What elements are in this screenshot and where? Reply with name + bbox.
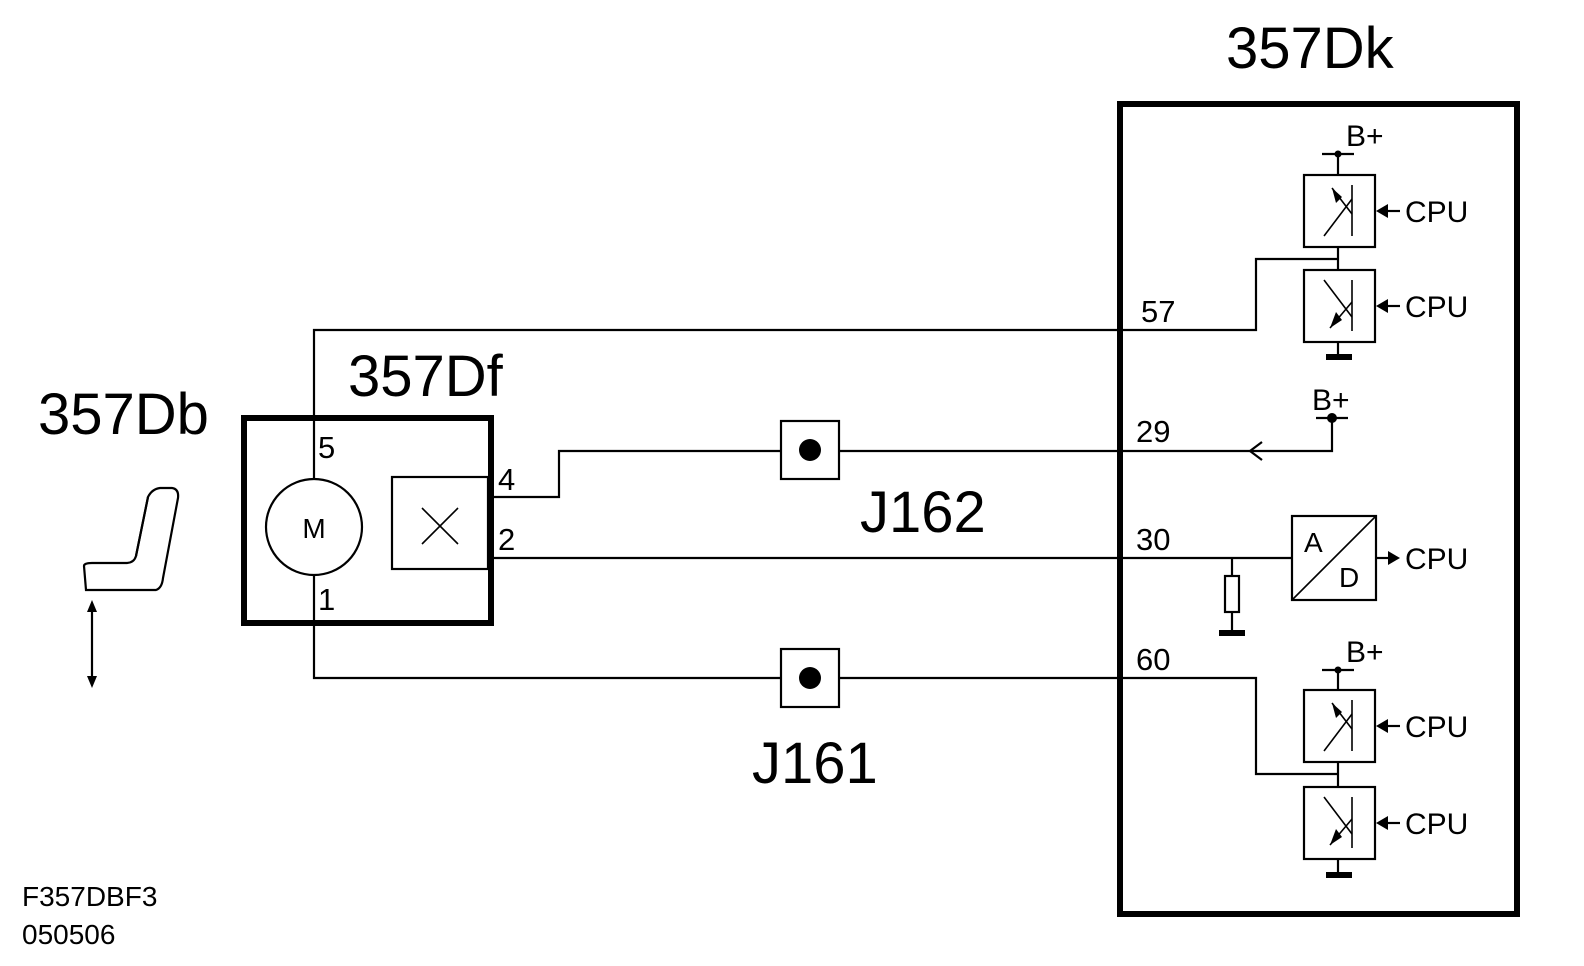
motor-pin-5: 5 xyxy=(318,430,335,465)
wire-pin1-to-60 xyxy=(312,575,1338,776)
wire-pin4-to-29 xyxy=(488,418,1334,499)
seat-label: 357Db xyxy=(38,382,209,447)
cpu-arrow-icon xyxy=(1376,719,1400,733)
figure-code: F357DBF3 xyxy=(22,881,157,912)
ecu-box xyxy=(1117,101,1520,917)
motor-box xyxy=(241,415,494,626)
motor-pin-2: 2 xyxy=(498,522,515,557)
cpu-label: CPU xyxy=(1405,808,1468,841)
cpu-label: CPU xyxy=(1405,291,1468,324)
motor-label: 357Df xyxy=(348,344,504,409)
junction-j162 xyxy=(779,419,841,481)
adc-input-label: A xyxy=(1304,527,1323,558)
cpu-arrow-icon xyxy=(1376,204,1400,218)
ecu-pin-60: 60 xyxy=(1136,642,1170,677)
junction-j161 xyxy=(779,647,841,709)
supply-29 xyxy=(1248,413,1348,461)
wire-pin5-to-57 xyxy=(312,257,1338,479)
top-half-bridge xyxy=(1302,150,1377,360)
cpu-label: CPU xyxy=(1405,196,1468,229)
motor-letter: M xyxy=(302,513,325,544)
transistor-icon xyxy=(1323,185,1353,237)
ecu-pin-57: 57 xyxy=(1141,294,1175,329)
bottom-half-bridge xyxy=(1302,666,1377,878)
cpu-arrow-icon xyxy=(1376,816,1400,830)
position-sensor xyxy=(390,475,490,571)
adc-output-label: D xyxy=(1339,562,1359,593)
ecu-pin-30: 30 xyxy=(1136,522,1170,557)
transistor-icon xyxy=(1323,796,1353,848)
motor-pin-1: 1 xyxy=(318,582,335,617)
cpu-arrow-icon xyxy=(1376,299,1400,313)
junction-j162-label: J162 xyxy=(860,480,986,545)
cpu-arrow-icon xyxy=(1376,551,1400,565)
supply-label: B+ xyxy=(1346,120,1384,153)
seat-icon xyxy=(82,486,180,688)
supply-label: B+ xyxy=(1312,384,1350,417)
cpu-label: CPU xyxy=(1405,543,1468,576)
ecu-pin-29: 29 xyxy=(1136,414,1170,449)
ecu-label: 357Dk xyxy=(1226,16,1395,81)
junction-j161-label: J161 xyxy=(752,731,878,796)
supply-label: B+ xyxy=(1346,636,1384,669)
transistor-icon xyxy=(1323,700,1353,752)
transistor-icon xyxy=(1323,279,1353,331)
figure-date: 050506 xyxy=(22,919,115,950)
pull-down-resistor xyxy=(1219,558,1245,636)
cpu-label: CPU xyxy=(1405,711,1468,744)
motor-pin-4: 4 xyxy=(498,462,515,497)
